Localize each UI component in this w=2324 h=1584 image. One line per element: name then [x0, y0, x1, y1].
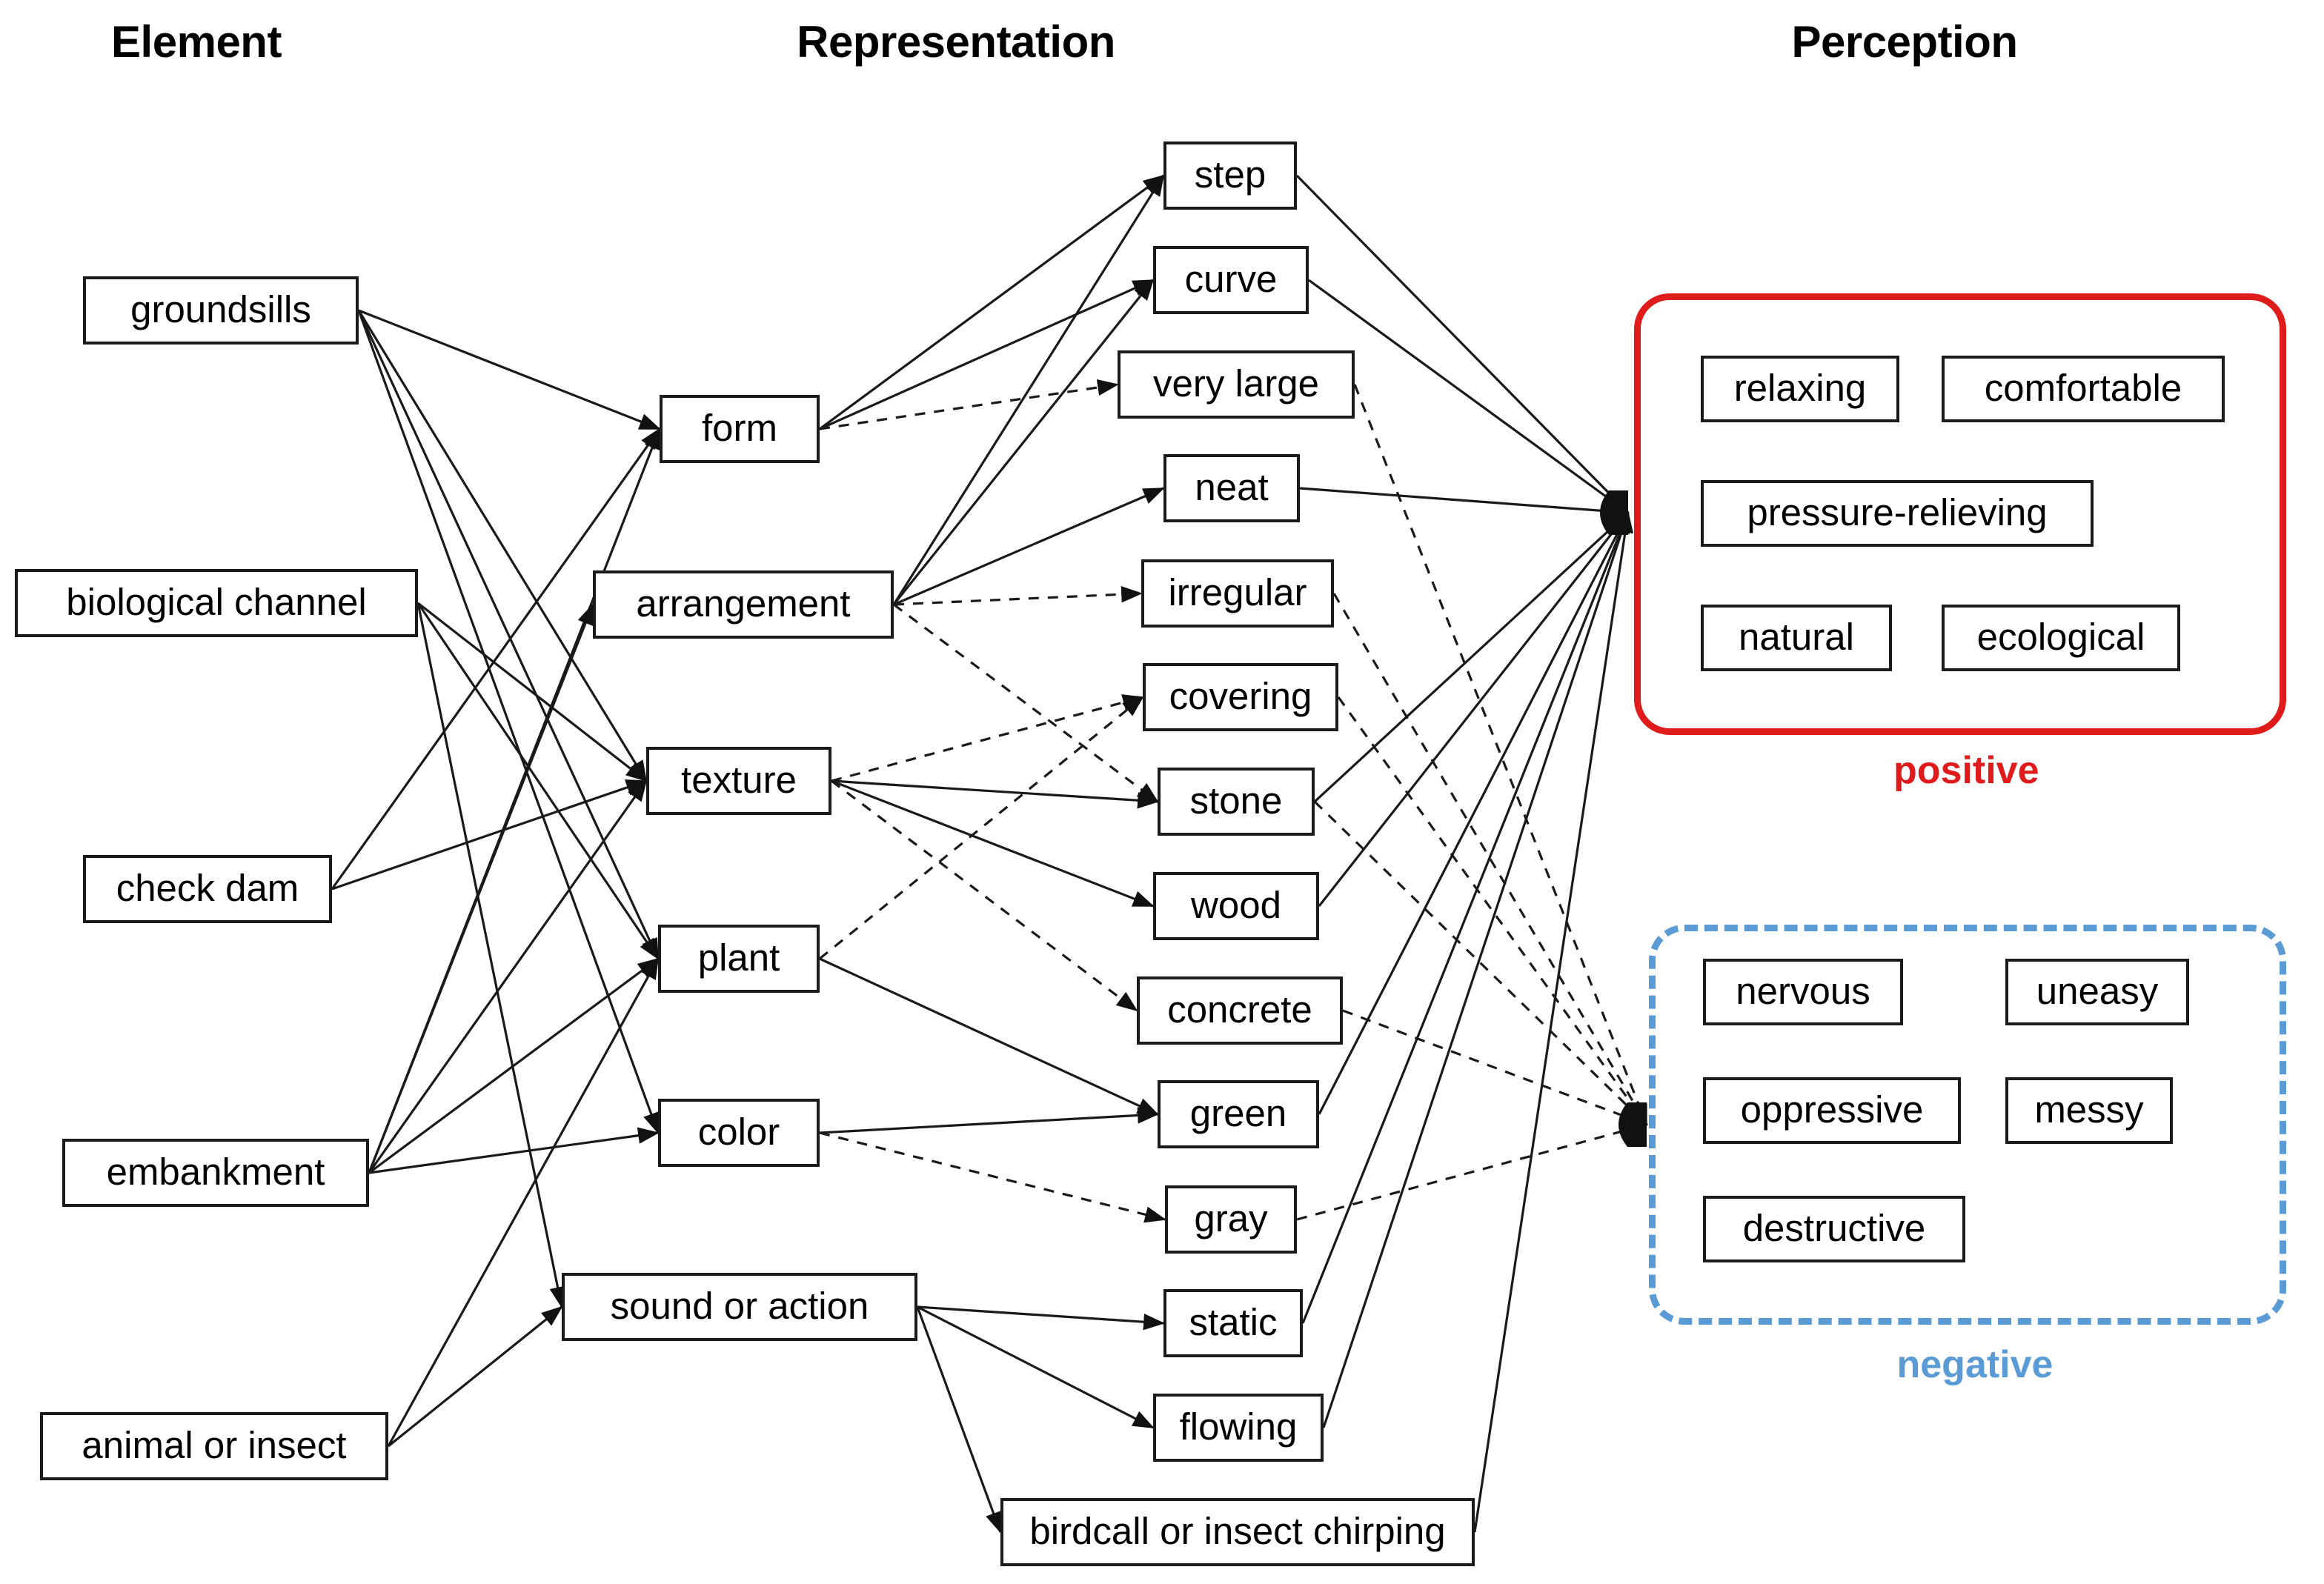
perception-node-uneasy[interactable]: uneasy: [2005, 959, 2189, 1025]
edge-texture-to-stone: [831, 779, 1159, 809]
edge-stone-to-POSITIVE: [1313, 511, 1630, 803]
edge-arrangement-to-stone: [893, 603, 1159, 803]
edge-concrete-to-NEGATIVE: [1342, 1009, 1648, 1126]
edge-form-to-curve: [819, 279, 1155, 430]
edge-plant-to-green: [819, 957, 1159, 1116]
edge-embankment-to-arrangement: [368, 603, 594, 1174]
representation-node-sound-or-action[interactable]: sound or action: [562, 1273, 917, 1341]
edge-flowing-to-POSITIVE: [1322, 511, 1630, 1428]
perception-group-positive: [1634, 293, 2286, 735]
edge-covering-to-NEGATIVE: [1337, 696, 1648, 1126]
element-node-check-dam[interactable]: check dam: [83, 855, 332, 923]
representation-node-plant[interactable]: plant: [658, 925, 820, 993]
perception-node-nervous[interactable]: nervous: [1703, 959, 1903, 1025]
representation-node-gray[interactable]: gray: [1165, 1185, 1297, 1254]
perception-node-natural[interactable]: natural: [1701, 605, 1892, 671]
edge-texture-to-covering: [831, 694, 1144, 782]
column-header-element: Element: [111, 17, 282, 67]
edge-static-to-POSITIVE: [1301, 511, 1630, 1324]
element-node-animal-or-insect[interactable]: animal or insect: [40, 1412, 388, 1480]
edge-embankment-to-texture: [368, 779, 648, 1174]
edge-hub-negative: [1618, 1102, 1647, 1147]
element-node-embankment[interactable]: embankment: [62, 1139, 369, 1207]
edge-birdcall-or-insect-chirping-to-POSITIVE: [1473, 511, 1634, 1533]
edge-animal-or-insect-to-sound-or-action: [387, 1305, 563, 1448]
edge-step-to-POSITIVE: [1295, 174, 1630, 514]
representation-node-static[interactable]: static: [1163, 1289, 1303, 1357]
element-node-biological-channel[interactable]: biological channel: [15, 569, 418, 637]
edge-animal-or-insect-to-plant: [387, 957, 660, 1447]
representation-node-step[interactable]: step: [1163, 142, 1297, 210]
edge-biological-channel-to-plant: [416, 602, 660, 960]
perception-node-messy[interactable]: messy: [2005, 1077, 2173, 1144]
edge-form-to-step: [819, 174, 1165, 430]
representation-node-covering[interactable]: covering: [1143, 663, 1338, 731]
perception-node-comfortable[interactable]: comfortable: [1942, 356, 2225, 422]
perception-node-pressure-relieving[interactable]: pressure-relieving: [1701, 480, 2094, 547]
representation-node-stone[interactable]: stone: [1158, 768, 1315, 836]
edge-form-to-very-large: [819, 379, 1119, 430]
column-header-perception: Perception: [1791, 17, 2018, 67]
edge-curve-to-POSITIVE: [1308, 279, 1630, 514]
representation-node-neat[interactable]: neat: [1163, 454, 1300, 522]
representation-node-flowing[interactable]: flowing: [1153, 1394, 1324, 1462]
edge-very-large-to-NEGATIVE: [1353, 384, 1648, 1126]
perception-group-negative: [1649, 925, 2286, 1325]
edge-sound-or-action-to-birdcall-or-insect-chirping: [916, 1306, 1002, 1534]
edge-wood-to-POSITIVE: [1318, 511, 1630, 907]
edge-check-dam-to-texture: [331, 779, 648, 891]
representation-node-color[interactable]: color: [658, 1099, 820, 1167]
edge-sound-or-action-to-flowing: [917, 1305, 1155, 1429]
representation-node-texture[interactable]: texture: [646, 747, 831, 815]
representation-node-concrete[interactable]: concrete: [1137, 976, 1343, 1045]
edge-neat-to-POSITIVE: [1299, 487, 1630, 520]
edge-check-dam-to-form: [331, 427, 661, 890]
representation-node-irregular[interactable]: irregular: [1141, 559, 1334, 628]
edge-sound-or-action-to-static: [917, 1305, 1165, 1331]
perception-group-label-positive: positive: [1893, 749, 2039, 792]
perception-group-label-negative: negative: [1896, 1343, 2054, 1386]
representation-node-wood[interactable]: wood: [1153, 872, 1319, 940]
edge-texture-to-wood: [831, 779, 1155, 908]
edge-arrangement-to-curve: [892, 279, 1155, 605]
edge-stone-to-NEGATIVE: [1313, 800, 1648, 1126]
edge-green-to-POSITIVE: [1318, 511, 1630, 1115]
edge-arrangement-to-neat: [893, 487, 1165, 606]
representation-node-very-large[interactable]: very large: [1118, 350, 1355, 419]
edge-embankment-to-plant: [368, 957, 660, 1174]
edge-plant-to-covering: [818, 696, 1144, 960]
representation-node-form[interactable]: form: [660, 395, 820, 463]
representation-node-green[interactable]: green: [1158, 1080, 1319, 1148]
edge-color-to-gray: [819, 1131, 1166, 1223]
edge-embankment-to-form: [368, 427, 661, 1174]
representation-node-curve[interactable]: curve: [1153, 246, 1309, 314]
edge-groundsills-to-color: [357, 310, 660, 1134]
edge-hub-positive: [1600, 490, 1628, 535]
edge-groundsills-to-form: [358, 309, 661, 430]
edge-arrangement-to-irregular: [893, 586, 1143, 606]
perception-node-oppressive[interactable]: oppressive: [1703, 1077, 1961, 1144]
representation-node-birdcall-or-insect-chirping[interactable]: birdcall or insect chirping: [1000, 1498, 1475, 1566]
perception-node-relaxing[interactable]: relaxing: [1701, 356, 1899, 422]
perception-node-destructive[interactable]: destructive: [1703, 1196, 1965, 1262]
edge-embankment-to-color: [368, 1127, 660, 1174]
edge-biological-channel-to-sound-or-action: [416, 602, 566, 1308]
perception-node-ecological[interactable]: ecological: [1942, 605, 2180, 671]
column-header-representation: Representation: [797, 17, 1115, 67]
element-node-groundsills[interactable]: groundsills: [83, 276, 359, 345]
representation-node-arrangement[interactable]: arrangement: [593, 570, 894, 639]
edge-gray-to-NEGATIVE: [1296, 1122, 1648, 1221]
edge-texture-to-concrete: [831, 779, 1138, 1012]
edge-groundsills-to-texture: [357, 310, 648, 782]
edge-irregular-to-NEGATIVE: [1332, 593, 1648, 1126]
edge-color-to-green: [819, 1107, 1159, 1134]
